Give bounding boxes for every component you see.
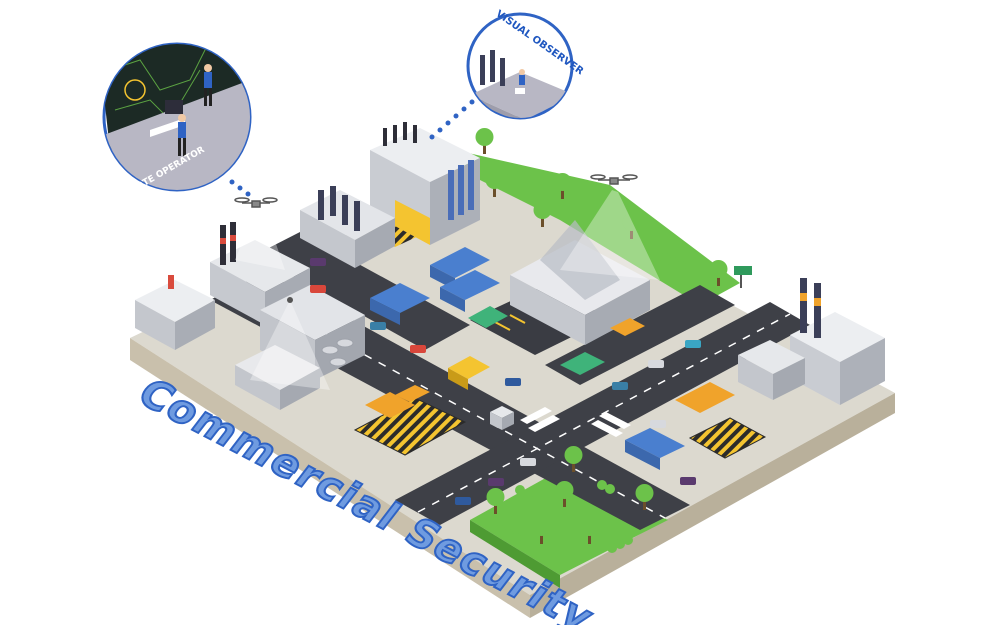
tree-icon — [475, 128, 494, 154]
smokestack-icon — [383, 128, 387, 146]
tree-icon — [485, 171, 504, 197]
truck-icon — [370, 283, 430, 325]
security-guard-icon — [204, 64, 212, 106]
exit-sign-icon — [734, 266, 752, 288]
guard-post — [490, 406, 514, 430]
building-right-annex — [738, 340, 805, 400]
car-icon — [650, 420, 666, 428]
smokestack-icon — [168, 275, 174, 289]
concrete-mixer-truck — [448, 356, 490, 390]
car-icon — [520, 458, 536, 466]
security-guard-icon — [519, 69, 525, 85]
building-main-factory — [370, 122, 480, 245]
building-factory-smokestacks — [300, 186, 395, 268]
building-right-hq — [790, 278, 885, 405]
building-left-office — [135, 275, 215, 350]
car-icon — [612, 382, 628, 390]
building-storage — [235, 345, 320, 410]
remote-operator-callout: REMOTE OPERATOR — [102, 42, 252, 203]
smokestack-icon — [800, 278, 807, 333]
cars — [310, 258, 701, 505]
hazard-zone-right — [688, 417, 767, 459]
drone-icon — [234, 197, 278, 208]
tree-icon — [709, 260, 728, 286]
drone-right — [560, 174, 660, 280]
tree-icon — [486, 488, 505, 514]
tree-icon — [635, 484, 654, 510]
camera-icon — [287, 297, 293, 303]
tree-icon — [553, 173, 572, 199]
smokestack-icon — [220, 225, 226, 265]
crosswalks — [520, 407, 631, 437]
container-orange — [365, 318, 735, 418]
security-guard-icon — [178, 114, 186, 156]
tree-icon — [622, 213, 641, 239]
container-green — [468, 306, 605, 375]
tree-icon — [580, 518, 599, 544]
drone-left — [234, 197, 285, 270]
car-icon — [455, 497, 471, 505]
trees — [475, 128, 728, 553]
car-icon — [505, 378, 521, 386]
tree-icon — [564, 446, 583, 472]
drone-icon — [590, 174, 638, 185]
smokestack-icon — [230, 222, 236, 262]
car-icon — [410, 345, 426, 353]
car-icon — [370, 322, 386, 330]
building-warehouse-center — [510, 220, 650, 345]
car-icon — [680, 477, 696, 485]
tree-icon — [533, 201, 552, 227]
tree-icon — [555, 481, 574, 507]
truck-icon — [625, 428, 685, 470]
truck-icon — [440, 270, 500, 312]
tree-icon — [532, 518, 551, 544]
grass-park-bottom — [470, 470, 668, 588]
callout-connectors — [229, 99, 475, 197]
car-icon — [648, 360, 664, 368]
grass-park-top — [455, 150, 740, 305]
car-icon — [310, 285, 326, 293]
camera-cone-center — [250, 297, 330, 390]
visual-observer-callout: VISUAL OBSERVER — [466, 9, 586, 120]
car-icon — [310, 258, 326, 266]
car-icon — [685, 340, 701, 348]
building-factory-center — [260, 285, 365, 380]
car-icon — [488, 478, 504, 486]
